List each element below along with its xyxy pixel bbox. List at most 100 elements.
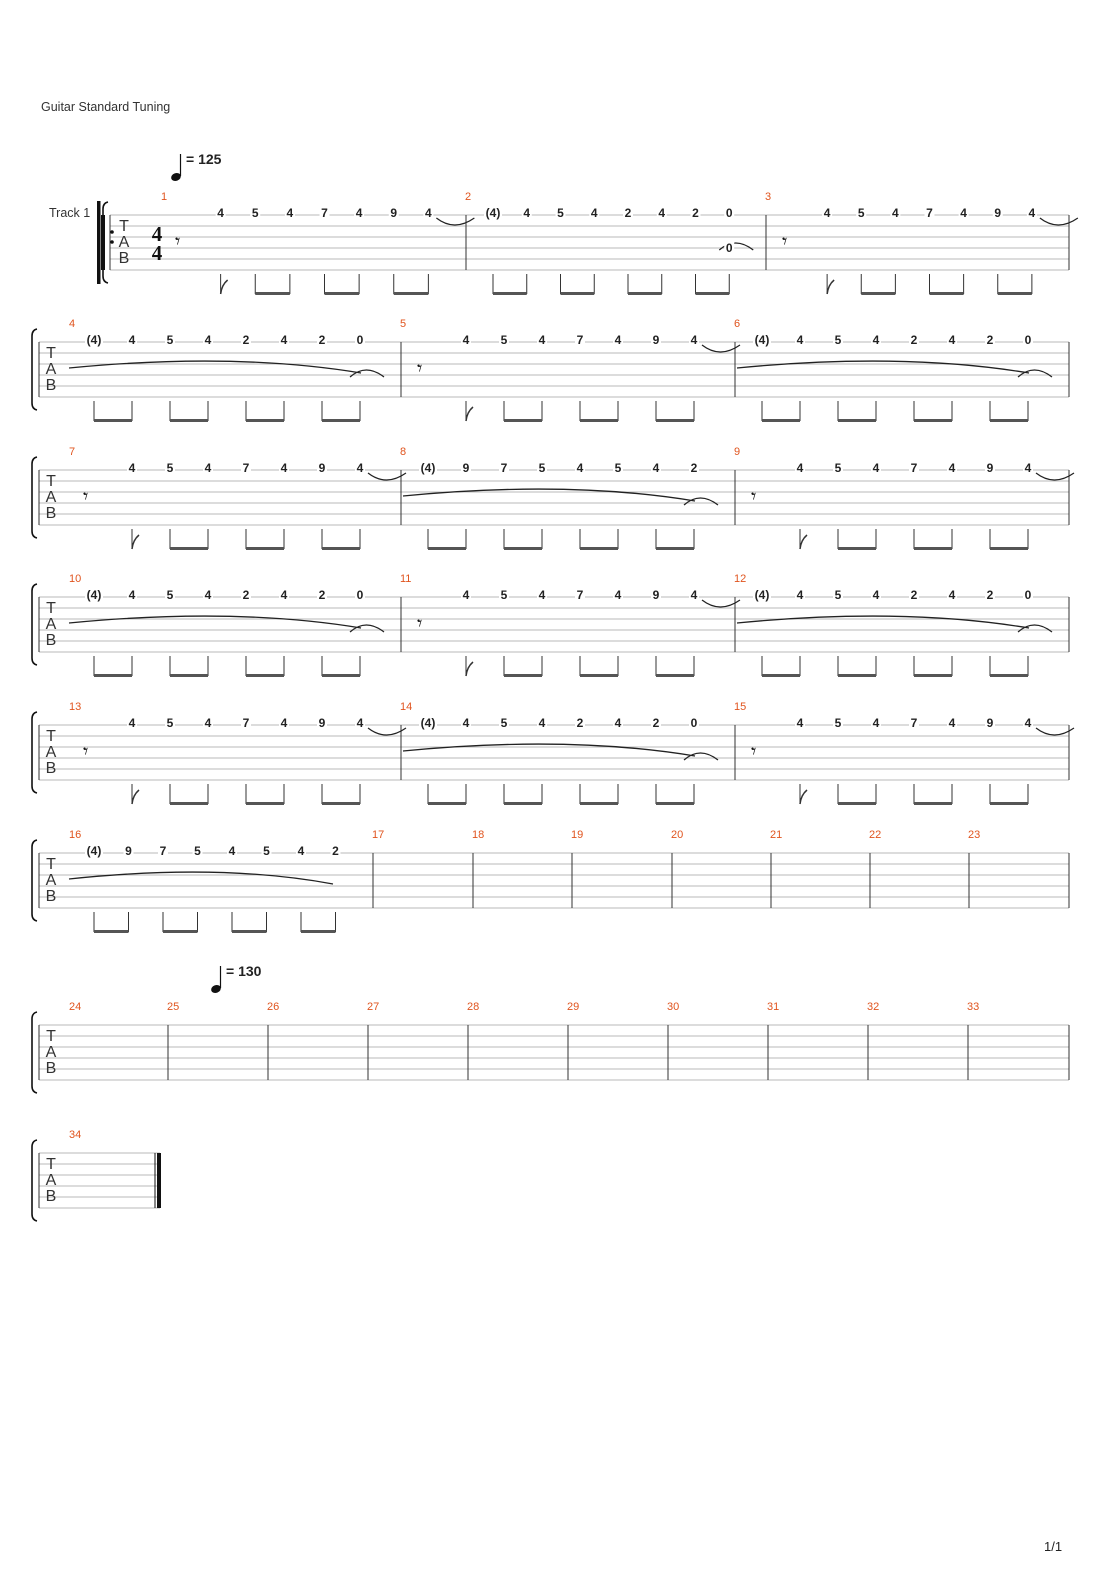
measure-number: 25 xyxy=(167,1001,179,1013)
note-mask xyxy=(623,208,633,220)
measure-number: 29 xyxy=(567,1001,579,1013)
fret-number: 2 xyxy=(911,588,918,602)
fret-number: 4 xyxy=(949,588,956,602)
fret-number: 2 xyxy=(243,333,250,347)
note-mask xyxy=(461,463,471,475)
note-mask xyxy=(537,718,547,730)
measure-34: 34 xyxy=(69,1129,161,1208)
fret-number: 5 xyxy=(263,844,270,858)
fret-number: 5 xyxy=(539,461,546,475)
note-mask xyxy=(985,718,995,730)
beam xyxy=(990,674,1028,677)
fret-number: 4 xyxy=(873,333,880,347)
beam xyxy=(929,292,964,295)
fret-number: 4 xyxy=(873,716,880,730)
fret-number: 7 xyxy=(577,333,584,347)
beam xyxy=(94,419,132,422)
fret-number: 5 xyxy=(835,716,842,730)
measure-33: 33 xyxy=(967,1001,1070,1080)
measure-number: 26 xyxy=(267,1001,279,1013)
measure-number: 15 xyxy=(734,701,746,713)
tie xyxy=(701,344,741,353)
fret-number: 4 xyxy=(463,333,470,347)
measure-number: 14 xyxy=(400,701,412,713)
fret-number: 5 xyxy=(835,333,842,347)
note-mask xyxy=(127,718,137,730)
note-mask xyxy=(575,335,585,347)
beam xyxy=(838,802,876,805)
fret-number: 4 xyxy=(357,461,364,475)
fret-number: 7 xyxy=(160,844,167,858)
note-mask xyxy=(909,463,919,475)
tie xyxy=(701,599,741,608)
note-mask xyxy=(279,590,289,602)
beam xyxy=(560,292,595,295)
fret-number: 4 xyxy=(892,206,899,220)
tab-clef-letter: T xyxy=(46,856,56,873)
fret-number: 0 xyxy=(357,588,364,602)
beam xyxy=(322,547,360,550)
note-mask xyxy=(871,463,881,475)
fret-number: 7 xyxy=(321,206,328,220)
tempo-marking: = 130 xyxy=(211,963,262,993)
note-mask xyxy=(355,335,365,347)
beam xyxy=(838,674,876,677)
beam xyxy=(170,802,208,805)
fret-number: 5 xyxy=(167,461,174,475)
note-mask xyxy=(909,335,919,347)
fret-number: 4 xyxy=(357,716,364,730)
note-mask xyxy=(388,208,399,220)
fret-number: 2 xyxy=(692,206,699,220)
measure-number: 20 xyxy=(671,829,683,841)
note-mask xyxy=(1023,590,1033,602)
note-mask xyxy=(537,590,547,602)
beam xyxy=(695,292,730,295)
fret-number: 2 xyxy=(243,588,250,602)
repeat-start-bar xyxy=(101,215,105,270)
note-mask xyxy=(85,335,103,347)
fret-number: 4 xyxy=(205,588,212,602)
quarter-note-icon xyxy=(211,985,221,993)
fret-number: 4 xyxy=(281,588,288,602)
track-name: Track 1 xyxy=(49,206,90,220)
note-mask xyxy=(947,590,957,602)
measure-21: 21 xyxy=(770,829,871,908)
fret-number: 7 xyxy=(926,206,933,220)
note-mask xyxy=(795,335,805,347)
fret-number: 4 xyxy=(523,206,530,220)
system-bracket xyxy=(31,711,38,794)
fret-number: 4 xyxy=(205,716,212,730)
tie xyxy=(683,752,719,761)
tab-clef-letter: B xyxy=(46,888,57,905)
note-mask xyxy=(656,208,667,220)
tie xyxy=(1017,369,1053,378)
note-mask xyxy=(158,846,168,858)
fret-number: 0 xyxy=(1025,588,1032,602)
fret-number: 0 xyxy=(691,716,698,730)
fret-number: 4 xyxy=(425,206,432,220)
fret-number: (4) xyxy=(87,333,102,347)
tie xyxy=(1035,472,1075,481)
beam xyxy=(428,547,466,550)
note-mask xyxy=(499,590,509,602)
note-mask xyxy=(753,590,771,602)
fret-number: 4 xyxy=(281,461,288,475)
fret-number: (4) xyxy=(755,588,770,602)
note-mask xyxy=(833,335,843,347)
eighth-flag-icon xyxy=(799,534,808,550)
tab-clef-letter: T xyxy=(46,473,56,490)
eighth-rest-icon: 𝄾 xyxy=(83,484,88,508)
note-mask xyxy=(215,208,226,220)
fret-number: 2 xyxy=(577,716,584,730)
note-mask xyxy=(871,590,881,602)
measure-23: 23 xyxy=(968,829,1070,908)
measure-number: 23 xyxy=(968,829,980,841)
beam xyxy=(656,674,694,677)
note-mask xyxy=(795,718,805,730)
note-mask xyxy=(909,718,919,730)
